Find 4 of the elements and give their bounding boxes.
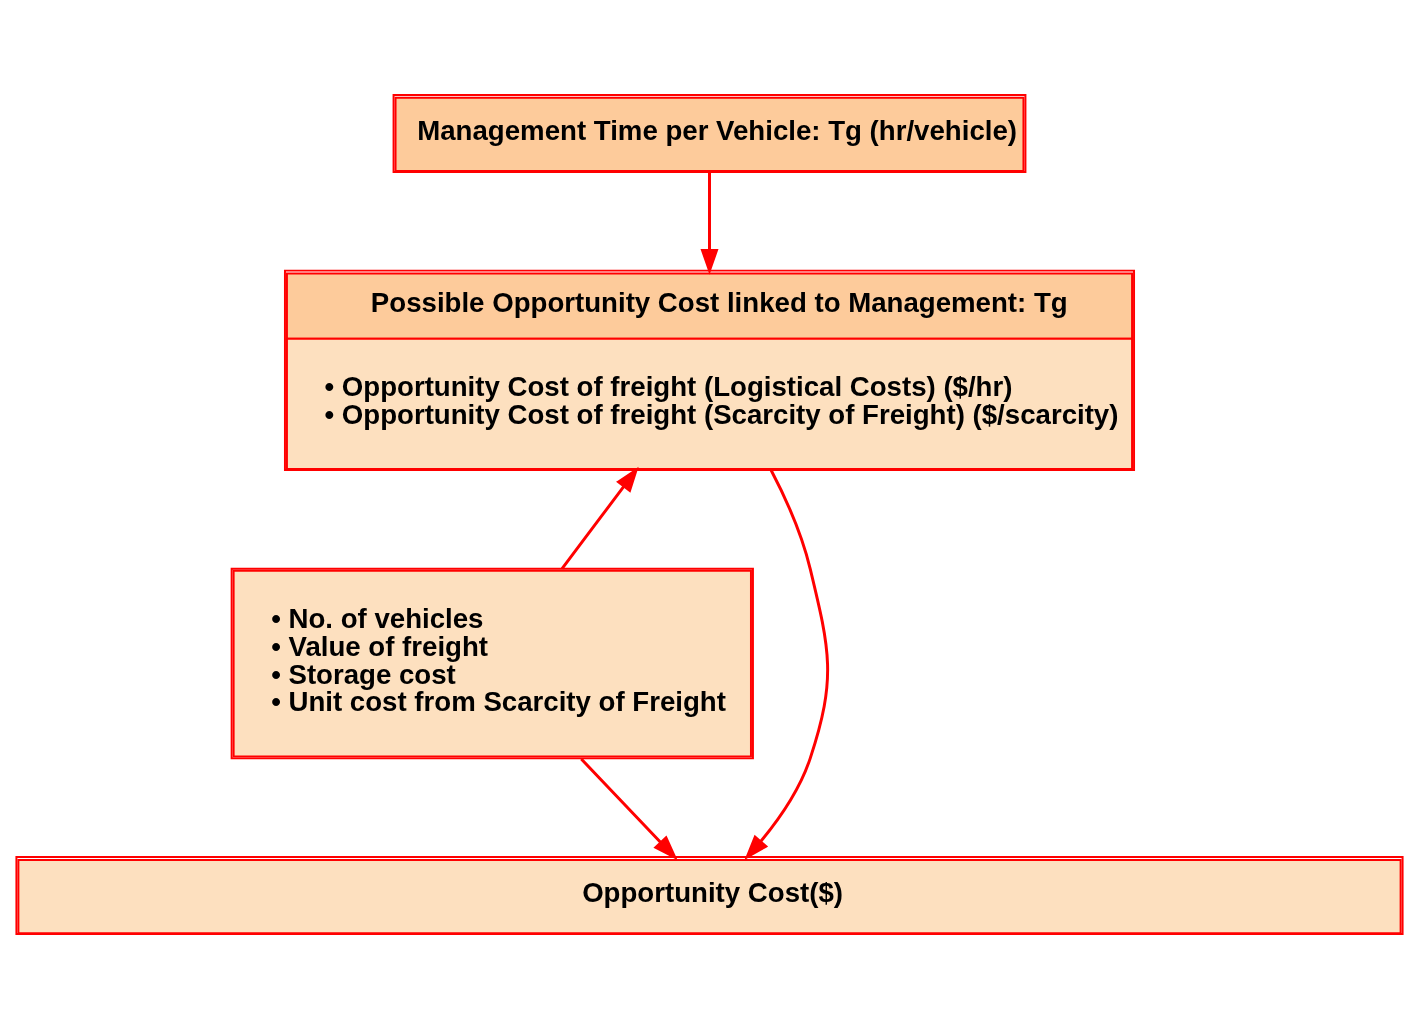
arrow	[560, 466, 639, 570]
arrow	[700, 172, 719, 275]
arrow	[580, 757, 678, 861]
arrow	[744, 469, 830, 861]
